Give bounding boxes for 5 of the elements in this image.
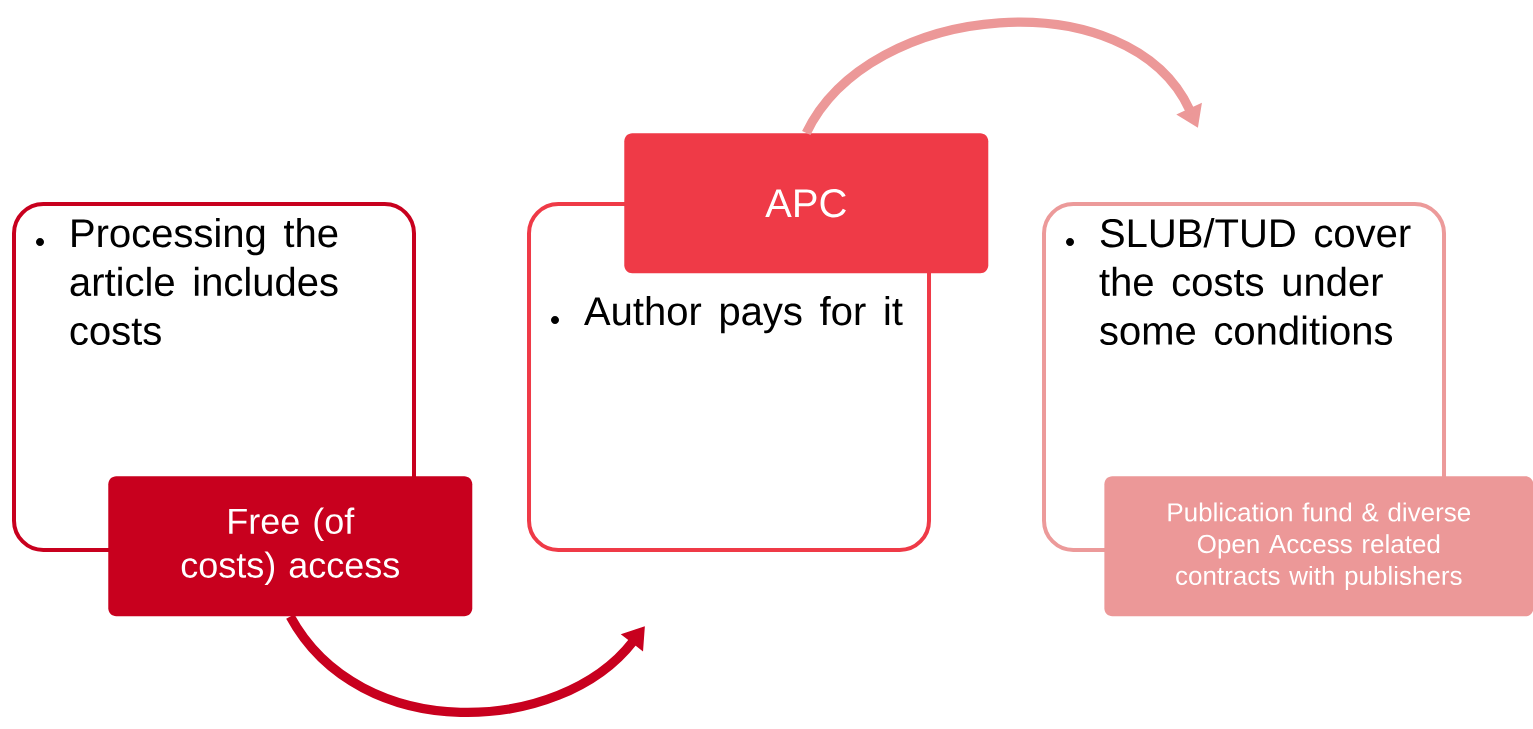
curved-arrow <box>286 613 645 717</box>
curved-arrow <box>802 18 1202 136</box>
label-box: APC <box>624 133 989 274</box>
label-box: Publication fund & diverse Open Access related contracts with publishers <box>1104 476 1533 617</box>
label-box: Free (of costs) access <box>108 476 473 617</box>
